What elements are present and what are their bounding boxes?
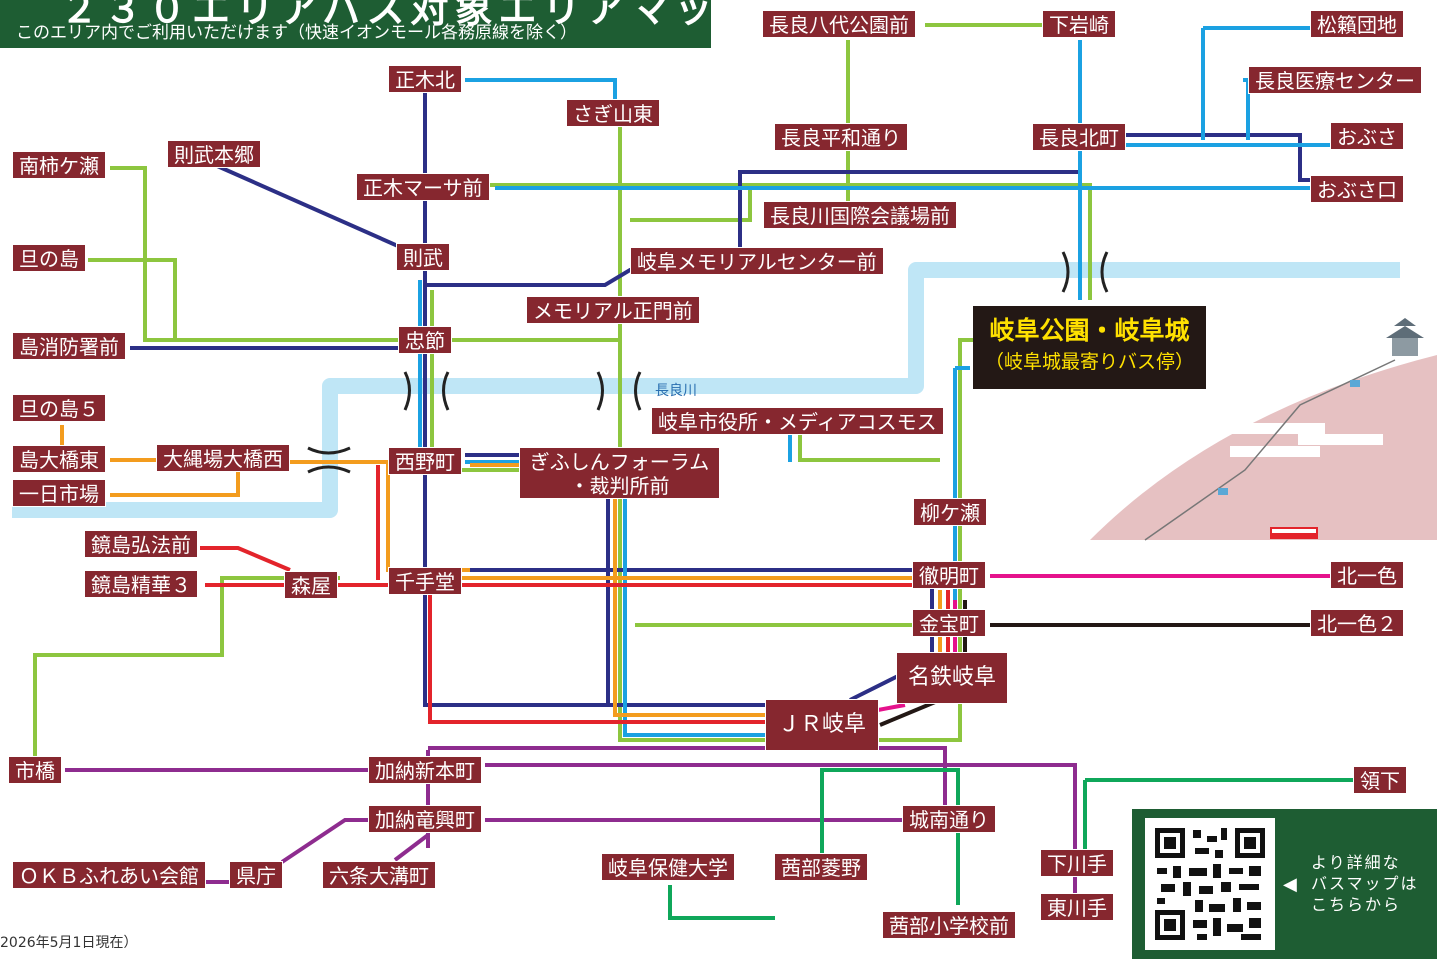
green-routes [33,23,1092,770]
teal-routes [668,768,1355,920]
stop-meitetsu-gifu[interactable]: 名鉄岐阜 [896,652,1008,704]
stop-shimokawade[interactable]: 下川手 [1040,849,1114,877]
castle-icon [1386,318,1424,356]
stop-okb[interactable]: ＯＫＢふれあい会館 [12,861,206,889]
stop-shimoiwasaki[interactable]: 下岩崎 [1042,10,1116,38]
bus-window [1272,529,1316,533]
as-of-date: 2026年5月1日現在） [0,935,138,951]
bridge-markers [307,251,1109,474]
map-subtitle: このエリア内でご利用いただけます（快速イオンモール各務原線を除く） [16,23,577,43]
stop-gifushin-line1: ぎふしんフォーラム [529,450,710,474]
main-stop-name: 岐阜公園・岐阜城 [989,316,1190,345]
gondola-icon [1350,380,1360,387]
stop-jr-gifu[interactable]: ＪＲ岐阜 [765,699,879,751]
stop-kagashima-kobo[interactable]: 鏡島弘法前 [84,530,198,558]
ropeway-icon [1144,359,1396,541]
stop-gifu-koen-gifujo[interactable]: 岐阜公園・岐阜城 （岐阜城最寄りバス停） [973,306,1206,389]
stop-ryoge[interactable]: 領下 [1353,766,1407,794]
stop-memorial-seimon[interactable]: メモリアル正門前 [526,296,700,324]
stop-donoshima[interactable]: 旦の島 [12,244,86,272]
stop-donoshima5[interactable]: 旦の島５ [12,394,106,422]
stop-nagara-heiwa[interactable]: 長良平和通り [774,123,908,151]
qr-note-line2: バスマップは [1311,874,1419,893]
stop-nishinocho[interactable]: 西野町 [388,447,462,475]
stop-obusa-guchi[interactable]: おぶさ口 [1310,175,1404,203]
stop-nagara-yashiro[interactable]: 長良八代公園前 [762,10,916,38]
stop-obusa[interactable]: おぶさ [1330,122,1404,150]
purple-routes [65,746,1077,900]
stop-kagashima-seika[interactable]: 鏡島精華３ [84,570,198,598]
stop-chusetsu[interactable]: 忠節 [398,326,452,354]
qr-code-icon [1155,828,1265,940]
stop-shima-shobo[interactable]: 島消防署前 [12,332,126,360]
stop-onawaba[interactable]: 大縄場大橋西 [156,444,290,472]
river-label: 長良川 [655,383,697,399]
cloud-1 [1215,423,1325,434]
main-stop-note: （岐阜城最寄りバス停） [984,351,1194,373]
qr-note-line1: より詳細な [1311,853,1401,872]
cloud-3 [1298,434,1383,445]
stop-norotake-hongo[interactable]: 則武本郷 [167,140,261,168]
stop-jonan-dori[interactable]: 城南通り [902,805,996,833]
qr-note-line3: こちらから [1311,895,1402,914]
stop-gifushin[interactable]: ぎふしんフォーラム ・裁判所前 [519,447,720,499]
stop-norotake[interactable]: 則武 [396,243,450,271]
stop-nagara-kitamachi[interactable]: 長良北町 [1032,123,1126,151]
nagara-river [12,262,1400,518]
stop-sagiyama-higashi[interactable]: さぎ山東 [566,99,660,127]
arrow-left-icon: ◀ [1283,874,1299,895]
stop-akanabe-hishino[interactable]: 茜部菱野 [774,853,868,881]
stop-tetsumeicho[interactable]: 徹明町 [912,561,986,589]
stop-rokujo[interactable]: 六条大溝町 [322,861,436,889]
header-banner: ２３０エリアバス対象エリアマップ このエリア内でご利用いただけます（快速イオンモ… [0,0,711,48]
qr-note-text: より詳細な バスマップは こちらから [1311,852,1437,915]
stop-kitaisshiki2[interactable]: 北一色２ [1310,609,1404,637]
stop-kano-ryukocho[interactable]: 加納竜興町 [368,805,482,833]
qr-code[interactable] [1145,818,1275,950]
stop-ichinichi[interactable]: 一日市場 [12,479,106,507]
stop-hoken-daigaku[interactable]: 岐阜保健大学 [601,853,735,881]
stop-shiyakusho[interactable]: 岐阜市役所・メディアコスモス [651,407,944,435]
stop-memorial-center[interactable]: 岐阜メモリアルセンター前 [630,247,884,275]
stop-kokusai-kaigijo[interactable]: 長良川国際会議場前 [763,201,957,229]
stop-yanagase[interactable]: 柳ケ瀬 [913,498,987,526]
stop-akanabe-shogakko[interactable]: 茜部小学校前 [882,911,1016,939]
stop-shima-ohashi-higashi[interactable]: 島大橋東 [12,445,106,473]
stop-ichihashi[interactable]: 市橋 [8,756,62,784]
gondola-icon [1218,488,1228,495]
stop-minami-kakegase[interactable]: 南柿ケ瀬 [12,151,106,179]
stop-kinpocho[interactable]: 金宝町 [912,609,986,637]
stop-kencho[interactable]: 県庁 [229,861,283,889]
cloud-2 [1230,446,1320,457]
stop-masaki-masa[interactable]: 正木マーサ前 [356,173,490,201]
map-title: ２３０エリアバス対象エリアマップ [60,0,711,31]
stop-kitaisshiki[interactable]: 北一色 [1330,561,1404,589]
stop-kano-shinhonmachi[interactable]: 加納新本町 [368,756,482,784]
stop-masaki-kita[interactable]: 正木北 [388,65,462,93]
stop-matsuo-danchi[interactable]: 松籟団地 [1310,10,1404,38]
stop-nagara-iryo[interactable]: 長良医療センター [1248,66,1422,94]
stop-senjudo[interactable]: 千手堂 [388,567,462,595]
stop-gifushin-line2: ・裁判所前 [569,474,670,498]
stop-higashikawade[interactable]: 東川手 [1040,893,1114,921]
stop-moriya[interactable]: 森屋 [284,571,338,599]
